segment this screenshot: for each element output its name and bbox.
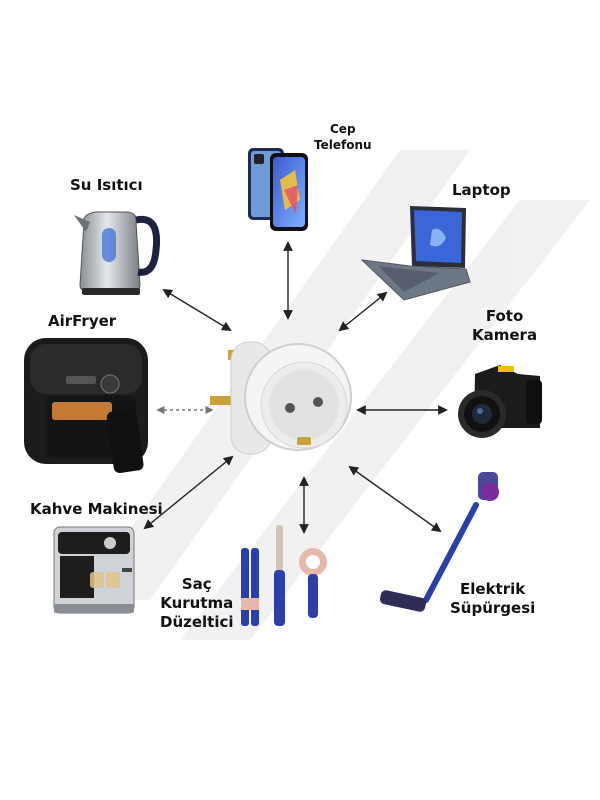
label-hair-line-1: Saç [181,575,212,593]
laptop-icon [360,206,471,301]
label-camera-line-2: Kamera [472,326,538,344]
vacuum-cleaner-icon [379,472,499,612]
label-kettle: Su Isıtıcı [70,176,143,195]
kettle-icon [74,211,161,295]
smartphone-icon [248,148,308,231]
label-phone-line-1: Cep [330,122,356,136]
camera-icon [458,365,542,438]
label-hair-line-3: Düzeltici [160,613,234,631]
coffee-machine-icon [53,526,135,614]
label-vacuum-line-2: Süpürgesi [450,599,536,617]
label-camera-line-1: Foto [485,307,524,325]
hair-dryer-straightener-icon [241,525,327,626]
label-laptop-line-1: Laptop [452,181,511,199]
arrow-vacuum [348,465,442,533]
label-coffee-line-1: Kahve Makinesi [30,500,163,518]
arrow-laptop [338,291,388,332]
arrow-coffee [143,455,234,530]
connection-arrows [143,241,448,534]
label-airfryer: AirFryer [48,312,116,331]
label-vacuum: Elektrik Süpürgesi [450,580,535,618]
airfryer-icon [24,338,148,473]
label-airfryer-line-1: AirFryer [48,312,117,330]
label-kettle-line-1: Su Isıtıcı [70,176,143,194]
arrow-kettle [162,288,232,332]
label-vacuum-line-1: Elektrik [460,580,526,598]
label-laptop: Laptop [452,181,511,200]
label-hair: Saç Kurutma Düzeltici [160,575,234,632]
label-coffee: Kahve Makinesi [30,500,163,519]
label-phone: Cep Telefonu [314,121,372,153]
uk-to-eu-plug-adapter-icon [210,341,352,455]
label-hair-line-2: Kurutma [160,594,234,612]
label-camera: Foto Kamera [472,307,537,345]
label-phone-line-2: Telefonu [314,138,372,152]
